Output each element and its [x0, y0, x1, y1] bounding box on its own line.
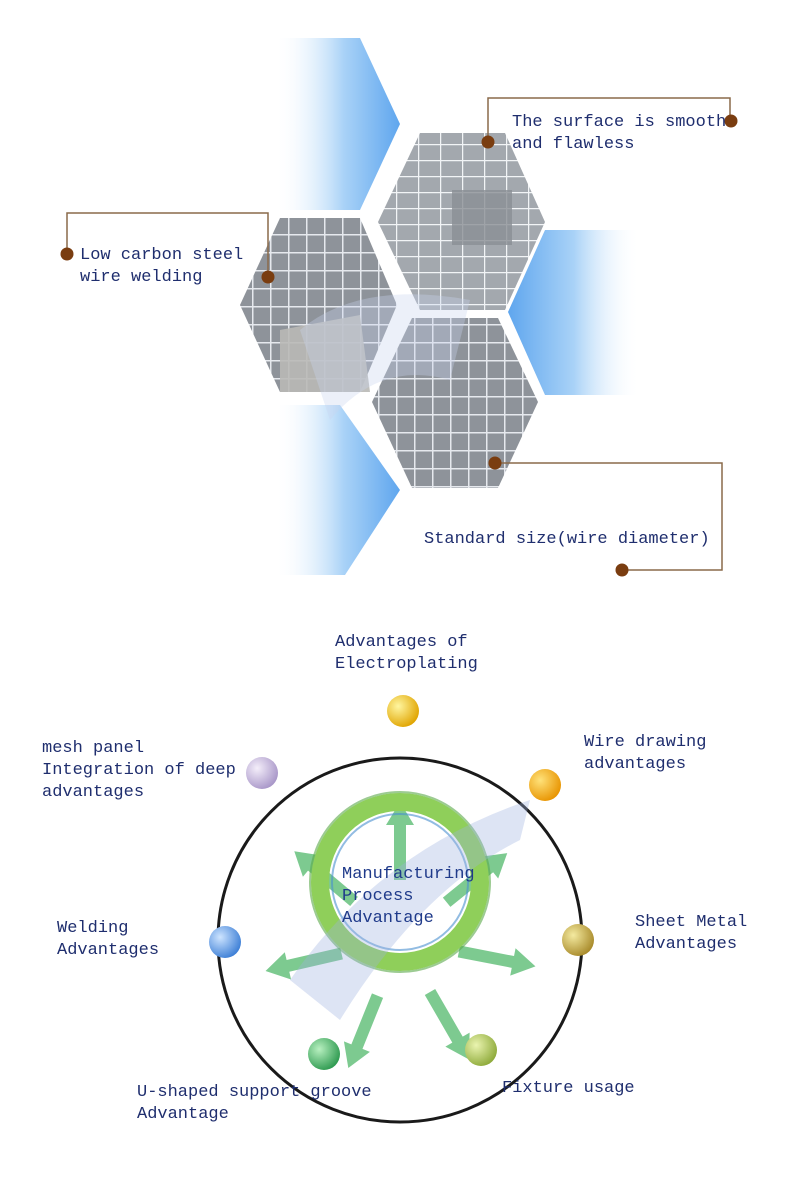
node-mesh-panel [246, 757, 278, 789]
callout-surface-label: The surface is smooth and flawless [512, 113, 727, 154]
arrow [457, 945, 536, 976]
blue-chevron-bottom [275, 405, 400, 575]
label-electroplating: Advantages of Electroplating [335, 633, 478, 674]
callout-dot [60, 247, 74, 261]
blue-chevron-right [508, 230, 640, 395]
center-ring-inner [331, 813, 469, 951]
node-u-shaped [308, 1038, 340, 1070]
callout-dot [261, 270, 275, 284]
watermark-logo [300, 294, 470, 420]
label-u-shaped: U-shaped support groove Advantage [137, 1083, 372, 1124]
arrow [265, 947, 343, 980]
hexagon-photo-left [240, 218, 397, 392]
label-welding: Welding Advantages [57, 919, 160, 960]
center-label: Manufacturing Process Advantage [342, 865, 475, 928]
label-sheet-metal: Sheet Metal Advantages [635, 913, 748, 954]
arrows [265, 802, 536, 1068]
hexagon-photo-top [378, 133, 545, 310]
callout-dot [481, 135, 495, 149]
center-ring-outer [309, 791, 491, 973]
process-advantage-diagram: Manufacturing Process Advantage Advantag… [0, 600, 800, 1200]
node-electroplating [387, 695, 419, 727]
label-mesh-panel: mesh panel Integration of deep advantage… [42, 739, 236, 802]
node-welding [209, 926, 241, 958]
node-wire-drawing [529, 769, 561, 801]
arrow [343, 993, 384, 1068]
advantage-circle-graphic [209, 695, 594, 1124]
callout-line-standard-size [495, 462, 723, 571]
arrow [386, 802, 414, 880]
label-wire-drawing: Wire drawing advantages [584, 733, 707, 774]
center-ring [311, 793, 489, 971]
watermark-logo [290, 800, 530, 1020]
callout-dot [615, 563, 629, 577]
hexagon-photo-bottom [372, 318, 538, 488]
callout-dot [488, 456, 502, 470]
feature-graphic [60, 38, 738, 577]
callout-line-low-carbon [66, 212, 269, 276]
callout-line-surface [487, 97, 731, 142]
label-fixture: Fixture usage [502, 1079, 635, 1098]
product-feature-panel: The surface is smooth and flawless Low c… [60, 38, 738, 577]
callout-dot [724, 114, 738, 128]
arrow [424, 988, 470, 1060]
callout-low-carbon-label: Low carbon steel wire welding [80, 246, 244, 287]
callout-standard-size-label: Standard size(wire diameter) [424, 530, 710, 549]
node-fixture [465, 1034, 497, 1066]
node-sheet-metal [562, 924, 594, 956]
blue-chevron-top [275, 38, 400, 210]
